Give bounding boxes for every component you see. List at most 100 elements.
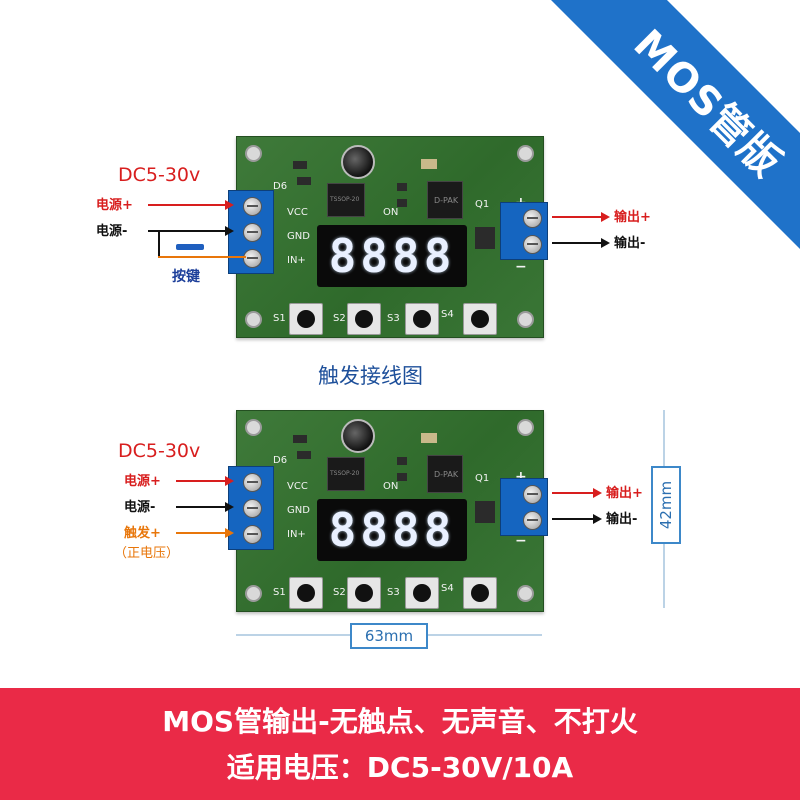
mounting-hole [517, 145, 534, 162]
banner-line-2: 适用电压：DC5-30V/10A [226, 751, 574, 784]
input-label-gnd: 电源- [124, 500, 156, 515]
chip-label: TSSOP-20 [330, 470, 360, 477]
capacitor [341, 145, 375, 179]
tactile-button-s2 [347, 577, 381, 609]
output-label-minus: 输出- [606, 512, 638, 527]
smd-part [421, 433, 437, 443]
tactile-button-s3 [405, 303, 439, 335]
width-dimension-box: 63mm [350, 623, 428, 649]
terminal-screw [243, 499, 262, 518]
height-label: 42mm [657, 480, 675, 530]
pin-label: VCC [287, 207, 308, 218]
trigger-note: （正电压） [114, 546, 180, 561]
polarity-plus: + [515, 469, 527, 485]
smd-part [397, 457, 407, 465]
switch-wire [158, 230, 160, 258]
terminal-screw [243, 473, 262, 492]
top-power-label: DC5-30v [118, 164, 201, 186]
terminal-screw [243, 249, 262, 268]
terminal-screw [523, 511, 542, 530]
mounting-hole [517, 585, 534, 602]
output-label-plus: 输出+ [606, 486, 643, 501]
button-label: S2 [333, 587, 346, 598]
button-label: S4 [441, 309, 454, 320]
diode [475, 227, 495, 249]
tactile-button-s3 [405, 577, 439, 609]
pin-label: IN+ [287, 529, 306, 540]
arrow-right-icon [552, 238, 610, 248]
button-label: S3 [387, 587, 400, 598]
output-terminal-block [500, 478, 548, 536]
input-label-gnd: 电源- [96, 224, 128, 239]
button-label: S1 [273, 587, 286, 598]
capacitor [341, 419, 375, 453]
output-label-plus: 输出+ [614, 210, 651, 225]
height-dimension-box: 42mm [651, 466, 681, 544]
chip-label: D-PAK [434, 196, 459, 205]
ic-chip: TSSOP-20 [327, 183, 365, 217]
mounting-hole [517, 419, 534, 436]
display-digits: 8888 [328, 503, 456, 557]
mounting-hole [517, 311, 534, 328]
tactile-button-s4 [463, 577, 497, 609]
pin-label: IN+ [287, 255, 306, 266]
led-display: 8888 [317, 225, 467, 287]
button-label: S2 [333, 313, 346, 324]
output-label-minus: 输出- [614, 236, 646, 251]
arrow-right-icon [552, 488, 602, 498]
tactile-button-s2 [347, 303, 381, 335]
terminal-screw [243, 197, 262, 216]
led-display: 8888 [317, 499, 467, 561]
button-label: S4 [441, 583, 454, 594]
ref-label: D6 [273, 455, 288, 466]
arrow-right-icon [176, 502, 234, 512]
terminal-screw [243, 223, 262, 242]
smd-part [421, 159, 437, 169]
arrow-right-icon [552, 212, 610, 222]
ic-chip: TSSOP-20 [327, 457, 365, 491]
ref-label: Q1 [475, 199, 490, 210]
top-pcb-board: TSSOP-20 D-PAK D6 ON Q1 VCC GND IN+ 8888… [236, 136, 544, 338]
switch-label: 按键 [172, 269, 200, 285]
input-label-trigger: 触发+ [124, 526, 161, 541]
diagram-caption: 触发接线图 [318, 364, 423, 388]
bottom-banner: MOS管输出-无触点、无声音、不打火 适用电压：DC5-30V/10A [0, 688, 800, 800]
ref-label: Q1 [475, 473, 490, 484]
tactile-button-s1 [289, 303, 323, 335]
arrow-right-icon [176, 528, 234, 538]
mosfet-chip: D-PAK [427, 455, 463, 493]
mounting-hole [245, 311, 262, 328]
smd-part [297, 177, 311, 185]
input-terminal-block [228, 466, 274, 550]
diode [475, 501, 495, 523]
pin-label: GND [287, 231, 310, 242]
switch-wire [158, 256, 246, 258]
arrow-right-icon [148, 226, 234, 236]
ribbon-label: MOS管版 [532, 0, 800, 279]
ref-label: D6 [273, 181, 288, 192]
arrow-right-icon [552, 514, 602, 524]
terminal-screw [523, 235, 542, 254]
arrow-right-icon [176, 476, 234, 486]
width-label: 63mm [364, 627, 414, 645]
smd-part [397, 199, 407, 207]
tactile-button-s4 [463, 303, 497, 335]
button-label: S3 [387, 313, 400, 324]
chip-label: TSSOP-20 [330, 196, 360, 203]
output-terminal-block [500, 202, 548, 260]
bottom-pcb-board: TSSOP-20 D-PAK D6 ON Q1 VCC GND IN+ 8888… [236, 410, 544, 612]
button-label: S1 [273, 313, 286, 324]
arrow-right-icon [148, 200, 234, 210]
input-label-vcc: 电源+ [96, 198, 133, 213]
pin-label: GND [287, 505, 310, 516]
banner-line-1: MOS管输出-无触点、无声音、不打火 [162, 705, 638, 738]
chip-label: D-PAK [434, 470, 459, 479]
terminal-screw [523, 485, 542, 504]
input-label-vcc: 电源+ [124, 474, 161, 489]
mounting-hole [245, 419, 262, 436]
smd-part [397, 473, 407, 481]
mounting-hole [245, 145, 262, 162]
bottom-power-label: DC5-30v [118, 440, 201, 462]
display-digits: 8888 [328, 229, 456, 283]
smd-part [397, 183, 407, 191]
